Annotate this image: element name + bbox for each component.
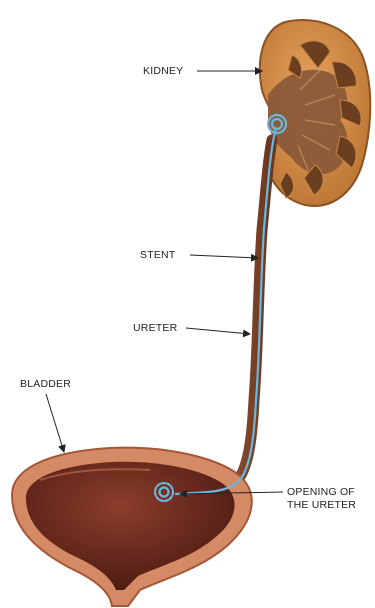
bladder-label: BLADDER [20,378,71,391]
kidney [260,20,370,206]
stent-arrow [190,255,258,258]
opening-label-line1: OPENING OF [287,486,356,499]
bladder-arrow [46,394,64,452]
opening-of-ureter-label: OPENING OF THE URETER [287,486,356,512]
stent-label: STENT [140,249,175,262]
ureter-arrow [186,328,250,334]
ureter-label: URETER [133,322,177,335]
kidney-label: KIDNEY [143,65,183,78]
opening-label-line2: THE URETER [287,499,356,512]
bladder [12,448,252,606]
